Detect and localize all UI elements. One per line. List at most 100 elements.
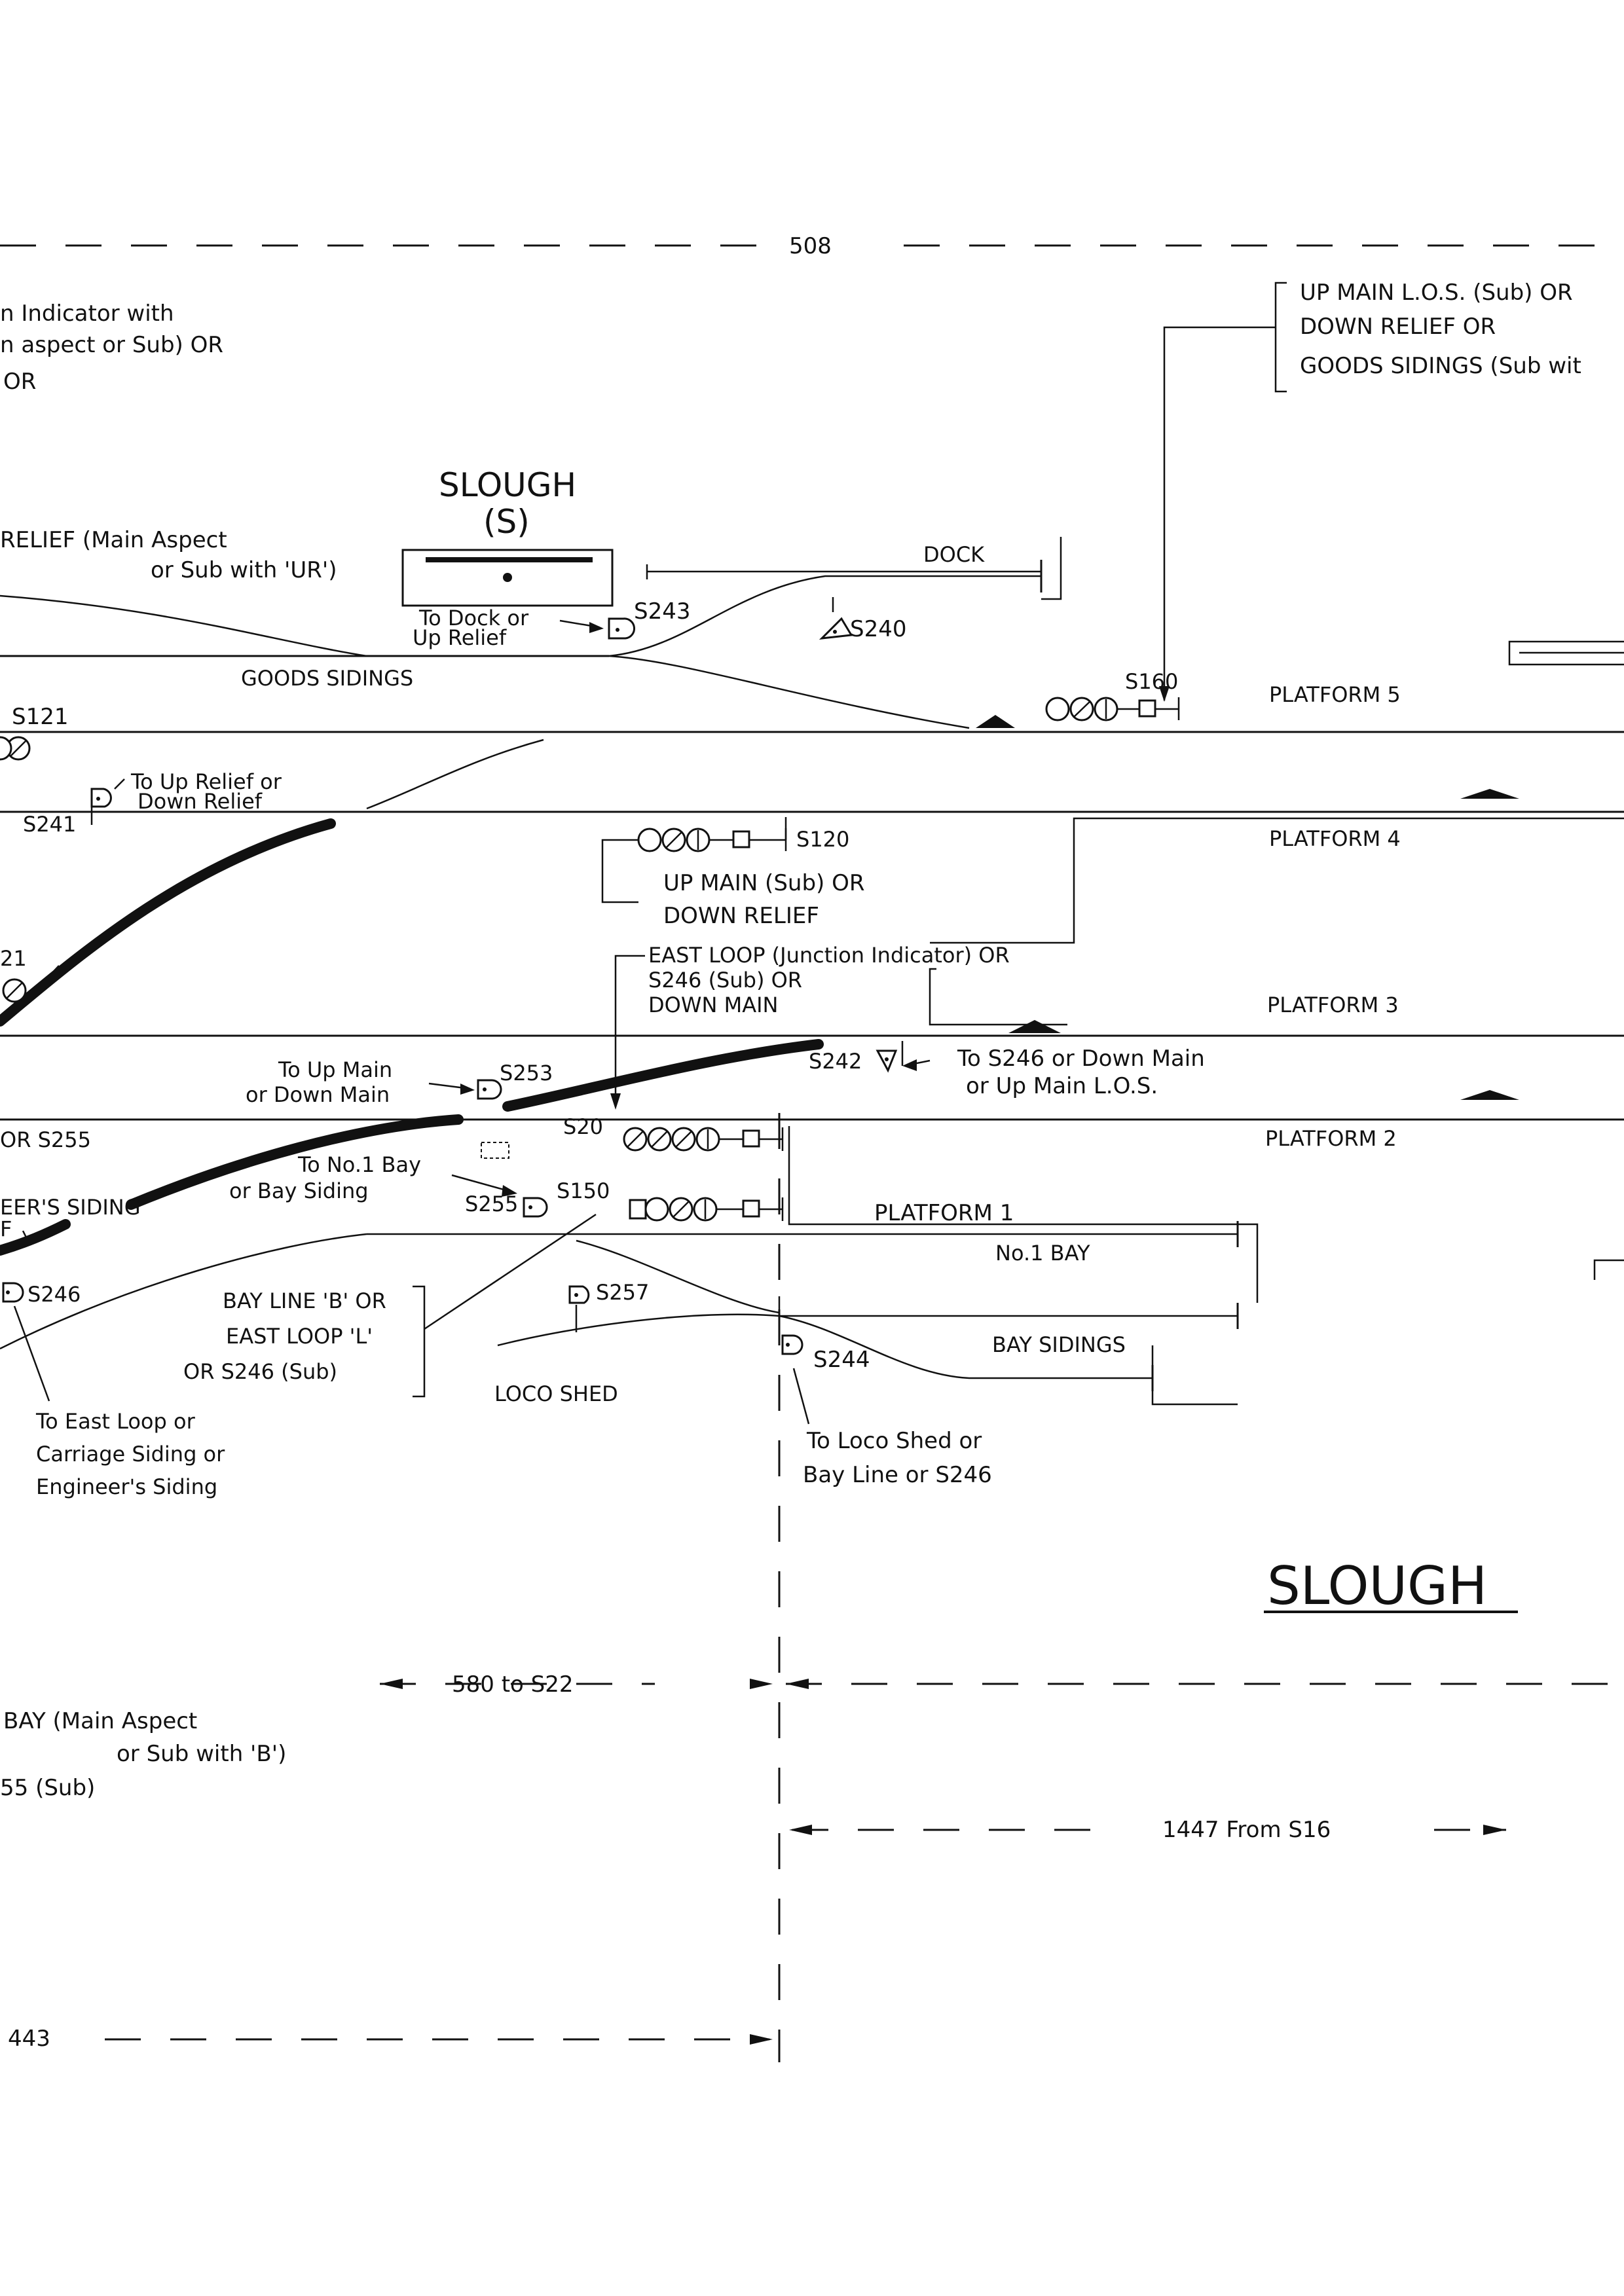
label-s257: S257 [596, 1280, 649, 1305]
signals [0, 617, 1180, 1355]
ground-signal-s240 [819, 617, 853, 640]
label-s246: S246 [28, 1282, 81, 1307]
platform-outline-p3 [929, 968, 1067, 1026]
note-to-dock-2: Up Relief [413, 625, 507, 650]
note-to-no1-bay-1: To No.1 Bay [297, 1152, 421, 1177]
note-bay-main-3: 55 (Sub) [0, 1775, 95, 1801]
label-s253: S253 [500, 1061, 553, 1085]
arrowhead [750, 2034, 773, 2045]
note-relief-2: or Sub with 'UR') [151, 557, 337, 583]
platform-outline-bay [1151, 1345, 1238, 1406]
bracket-bay-line [413, 1285, 426, 1398]
note-up-main-los-3: GOODS SIDINGS (Sub wit [1300, 353, 1581, 379]
note-to-up-main-1: To Up Main [278, 1057, 392, 1082]
ground-signal-s257 [568, 1285, 590, 1304]
ground-signal-s253 [477, 1079, 502, 1100]
note-east-loop-3: DOWN MAIN [648, 993, 778, 1017]
track-bay-curve [0, 1233, 367, 1350]
label-bay-sidings: BAY SIDINGS [992, 1332, 1126, 1357]
label-engineers-siding: EER'S SIDING [0, 1195, 141, 1220]
note-indicator-2: n aspect or Sub) OR [0, 332, 223, 358]
note-bay-main-2: or Sub with 'B') [117, 1741, 286, 1767]
track-circuit-heavy-1 [0, 818, 336, 1027]
ground-signal-s243 [608, 617, 636, 640]
track-circuit-heavy-4 [0, 1219, 71, 1256]
note-up-main-los-1: UP MAIN L.O.S. (Sub) OR [1300, 280, 1573, 306]
note-to-dock-1: To Dock or [418, 606, 529, 630]
note-relief-1: RELIEF (Main Aspect [0, 527, 227, 553]
platform-ramp [1460, 1090, 1519, 1100]
label-s244: S244 [813, 1347, 870, 1373]
note-bay-line-3: OR S246 (Sub) [183, 1359, 337, 1384]
station-code: (S) [483, 503, 530, 541]
labels: 508 580 to S22 1447 From S16 443 SLOUGH … [0, 233, 1581, 2052]
note-east-loop-1: EAST LOOP (Junction Indicator) OR [648, 943, 1010, 968]
note-up-main-los-2: DOWN RELIEF OR [1300, 314, 1496, 340]
arrowhead [589, 622, 604, 633]
label-s150: S150 [557, 1178, 610, 1203]
track-bay-sidings [576, 1239, 780, 1314]
leader-to-up-relief [114, 778, 125, 790]
note-to-east-loop-2: Carriage Siding or [36, 1442, 225, 1467]
platform-outline-far-right [1593, 1259, 1624, 1280]
arrowhead [460, 1084, 475, 1095]
note-bay-line-1: BAY LINE 'B' OR [223, 1288, 386, 1313]
label-goods-sidings: GOODS SIDINGS [241, 666, 413, 691]
label-s120: S120 [796, 827, 849, 852]
note-east-loop-2: S246 (Sub) OR [648, 968, 802, 993]
note-bay-line-2: EAST LOOP 'L' [226, 1324, 373, 1349]
platform-outlines [788, 537, 1624, 1406]
tracks [0, 560, 1624, 1391]
label-s241: S241 [23, 812, 76, 837]
platform-outline-p4 [930, 817, 1624, 944]
platform-ramp [1460, 789, 1519, 799]
label-s243: S243 [634, 598, 690, 625]
bracket-east-loop [614, 955, 645, 1100]
track-goods-to-main [608, 655, 970, 729]
arrowhead [610, 1093, 621, 1110]
station-footer-title: SLOUGH [1267, 1556, 1487, 1616]
platform-ramp [1008, 1020, 1061, 1033]
label-s20: S20 [563, 1114, 603, 1139]
signal-s20 [623, 1127, 784, 1152]
track-bay-siding-curve [779, 1315, 1153, 1379]
note-to-up-relief-1: To Up Relief or [130, 769, 282, 794]
arrowhead [789, 1825, 812, 1835]
note-to-east-loop-1: To East Loop or [35, 1409, 196, 1434]
note-indicator-3: OR [3, 369, 36, 395]
note-to-loco-2: Bay Line or S246 [803, 1462, 992, 1488]
note-to-s246-2: or Up Main L.O.S. [966, 1073, 1158, 1099]
arrowhead [1159, 686, 1170, 702]
note-bay-main-1: BAY (Main Aspect [3, 1708, 197, 1734]
platform-ramps [976, 715, 1519, 1100]
bracket-up-main-los [1274, 282, 1287, 393]
label-platform-3: PLATFORM 3 [1267, 993, 1399, 1017]
label-platform-2: PLATFORM 2 [1265, 1126, 1397, 1151]
note-up-main-sub-1: UP MAIN (Sub) OR [663, 870, 865, 896]
signal-s121-partial [0, 736, 31, 761]
label-platform-1: PLATFORM 1 [874, 1200, 1014, 1226]
note-indicator-1: n Indicator with [0, 301, 174, 327]
distance-to-s22: 580 to S22 [452, 1671, 574, 1698]
label-platform-5: PLATFORM 5 [1269, 682, 1401, 707]
leader-up-main-los [1163, 326, 1276, 701]
ground-signal-s242 [876, 1049, 898, 1073]
dotted-signal-position [481, 1142, 509, 1159]
label-s121: S121 [12, 704, 68, 730]
arrowhead [380, 1679, 403, 1689]
ground-signal-s241 [90, 788, 112, 808]
ground-signal-s244 [781, 1334, 803, 1355]
signal-s150 [629, 1197, 784, 1222]
note-to-up-relief-2: Down Relief [138, 789, 263, 814]
distance-top: 508 [789, 233, 832, 259]
platform-outline-p1 [788, 1126, 1259, 1303]
arrowhead [1483, 1825, 1506, 1835]
track-dock-curve [608, 575, 1041, 657]
label-no1-bay: No.1 BAY [995, 1241, 1090, 1266]
leader-to-no1-bay [451, 1174, 511, 1193]
note-to-up-main-2: or Down Main [246, 1082, 390, 1107]
leader-bay-line [424, 1213, 597, 1330]
platform-ramp [976, 715, 1015, 728]
track-loco-shed [497, 1313, 780, 1347]
